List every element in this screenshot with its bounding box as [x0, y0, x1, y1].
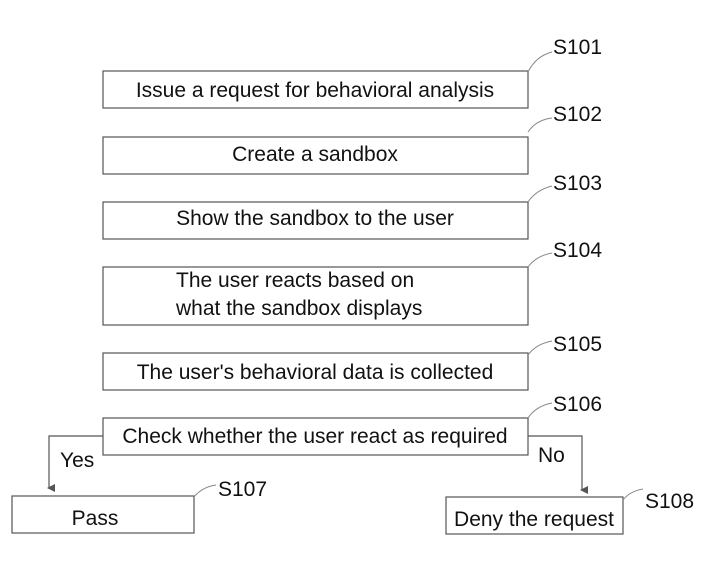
step-s101-text: Issue a request for behavioral analysis [136, 79, 494, 102]
step-s105-label: S105 [553, 333, 602, 356]
step-s108-label: S108 [645, 490, 694, 513]
branch-yes-label: Yes [60, 449, 94, 472]
step-s102-text: Create a sandbox [232, 143, 398, 166]
step-s108-leader [623, 489, 643, 500]
step-s101: Issue a request for behavioral analysis … [103, 36, 602, 108]
branch-no: No [528, 436, 582, 490]
step-s102-leader [528, 118, 552, 132]
step-s102-label: S102 [553, 103, 602, 126]
step-s103: Show the sandbox to the user S103 [103, 172, 602, 239]
step-s106: Check whether the user react as required… [103, 393, 602, 455]
step-s101-label: S101 [553, 36, 602, 59]
step-s107-label: S107 [218, 478, 267, 501]
step-s108: Deny the request S108 [446, 489, 694, 534]
branch-yes: Yes [49, 436, 103, 488]
step-s107-text: Pass [72, 507, 119, 530]
step-s104-text-line1: The user reacts based on [176, 269, 414, 292]
step-s108-text: Deny the request [454, 508, 614, 531]
step-s105: The user's behavioral data is collected … [103, 333, 602, 390]
step-s103-text: Show the sandbox to the user [176, 207, 454, 230]
step-s106-text: Check whether the user react as required [122, 425, 507, 448]
step-s106-leader [528, 403, 552, 418]
step-s103-label: S103 [553, 172, 602, 195]
step-s104-label: S104 [553, 239, 602, 262]
branch-no-label: No [538, 444, 565, 467]
step-s101-leader [528, 52, 552, 72]
step-s107-leader [194, 485, 216, 497]
step-s103-leader [528, 186, 552, 202]
step-s107: Pass S107 [12, 478, 267, 533]
step-s106-label: S106 [553, 393, 602, 416]
step-s105-text: The user's behavioral data is collected [137, 361, 494, 384]
step-s104-text-line2: what the sandbox displays [175, 297, 422, 320]
step-s104-leader [528, 253, 552, 267]
step-s104: The user reacts based on what the sandbo… [103, 239, 602, 325]
step-s105-leader [528, 341, 552, 355]
step-s102: Create a sandbox S102 [103, 103, 602, 174]
